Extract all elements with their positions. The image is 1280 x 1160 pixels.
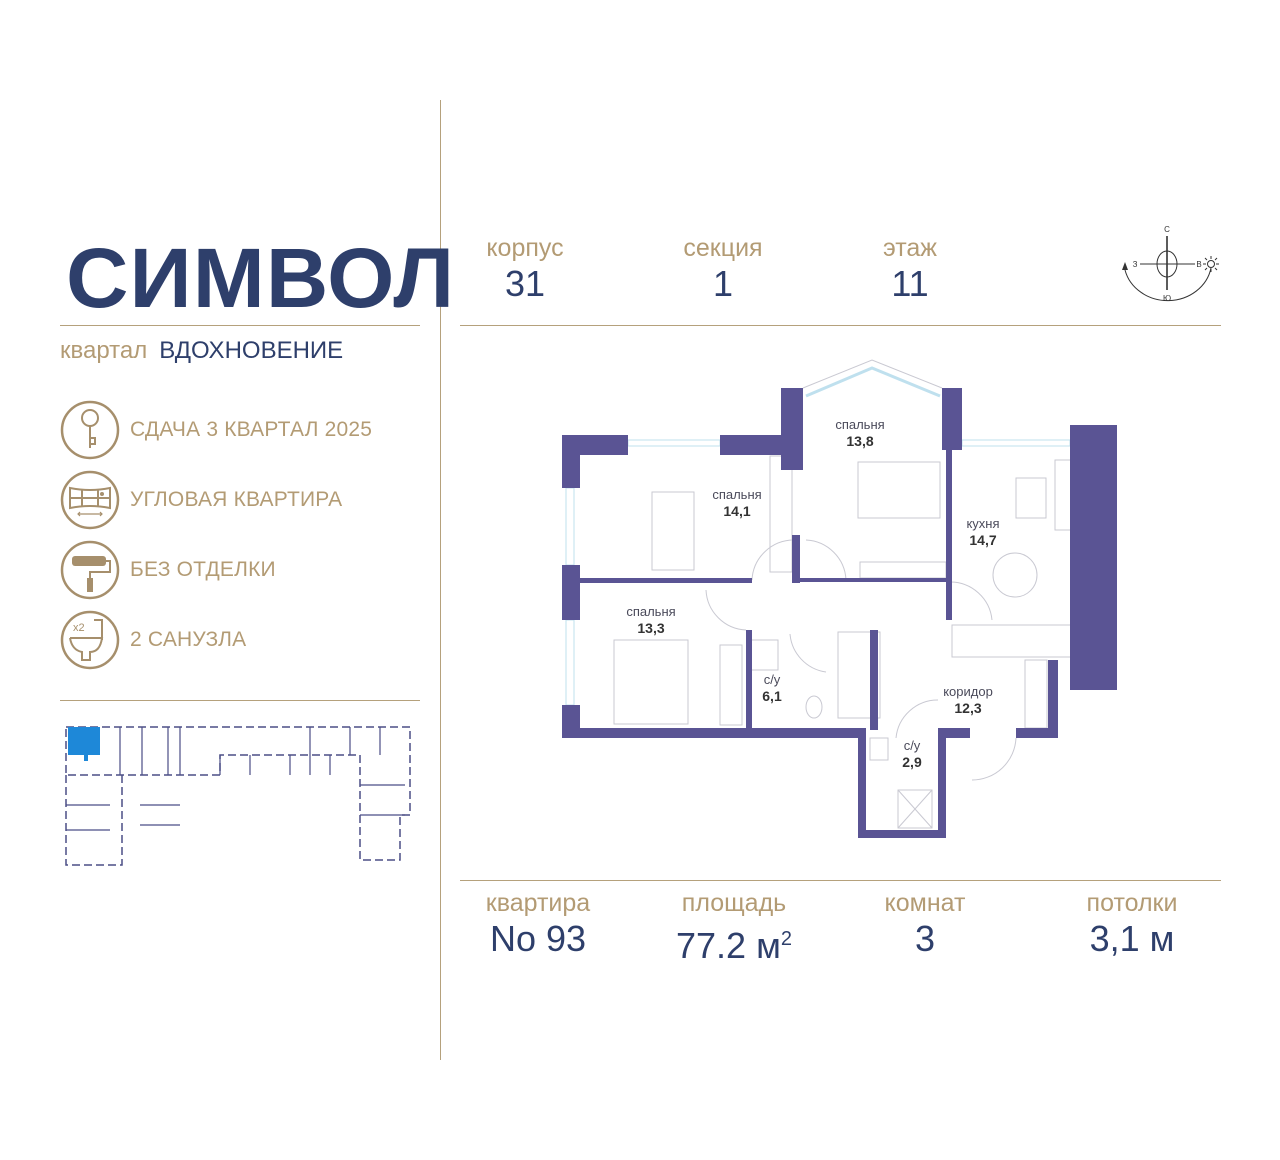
corner-window-icon (60, 470, 120, 530)
building-key-plan (65, 726, 411, 866)
section-label: секция (683, 234, 763, 262)
ceilings-stat: потолки 3,1 м (1070, 889, 1194, 961)
section-value: 1 (712, 263, 734, 304)
area-stat: площадь 77.2 м2 (664, 889, 804, 968)
area-value: 77.2 м2 (676, 925, 792, 966)
quarter-label: квартал (60, 337, 148, 364)
sun-icon (1203, 256, 1219, 272)
badge-x2: x2 (73, 622, 85, 634)
brand-logo: СИМВОЛ (66, 231, 456, 325)
apartment-stat: квартира No 93 (470, 889, 606, 961)
feature-delivery: СДАЧА 3 КВАРТАЛ 2025 (60, 400, 372, 460)
compass-south: Ю (1163, 294, 1171, 303)
rooms-value: 3 (914, 918, 936, 959)
divider (60, 325, 420, 326)
apartment-label: квартира (485, 889, 591, 917)
building-value: 31 (504, 263, 546, 304)
toilet-x2-icon: x2 (60, 610, 120, 670)
ceilings-value: 3,1 м (1089, 918, 1175, 959)
divider (460, 880, 1221, 881)
floor-stat: этаж 11 (855, 234, 965, 306)
feature-bathrooms: x2 2 САНУЗЛА (60, 610, 246, 670)
paint-roller-icon (60, 540, 120, 600)
apartment-highlight (68, 727, 100, 761)
floor-label: этаж (882, 234, 937, 262)
feature-corner: УГЛОВАЯ КВАРТИРА (60, 470, 342, 530)
quarter-subtitle: квартал ВДОХНОВЕНИЕ (60, 336, 343, 366)
building-label: корпус (486, 234, 564, 262)
compass-icon: С Ю З В (1122, 225, 1219, 303)
feature-label: БЕЗ ОТДЕЛКИ (130, 558, 276, 581)
area-label: площадь (681, 889, 787, 917)
rooms-stat: комнат 3 (870, 889, 980, 961)
key-icon (60, 400, 120, 460)
apartment-value: No 93 (489, 918, 587, 959)
quarter-name: ВДОХНОВЕНИЕ (159, 337, 344, 364)
compass-east: В (1196, 260, 1201, 269)
feature-finish: БЕЗ ОТДЕЛКИ (60, 540, 276, 600)
feature-label: 2 САНУЗЛА (130, 628, 247, 651)
divider (60, 700, 420, 701)
rooms-label: комнат (884, 889, 966, 917)
vertical-divider (440, 100, 441, 1060)
feature-label: СДАЧА 3 КВАРТАЛ 2025 (130, 418, 373, 441)
ceilings-label: потолки (1086, 889, 1178, 917)
feature-label: УГЛОВАЯ КВАРТИРА (130, 488, 343, 511)
building-stat: корпус 31 (470, 234, 580, 306)
compass-north: С (1164, 225, 1170, 234)
floor-value: 11 (891, 263, 929, 304)
compass-west: З (1133, 260, 1138, 269)
section-stat: секция 1 (668, 234, 778, 306)
divider (460, 325, 1221, 326)
